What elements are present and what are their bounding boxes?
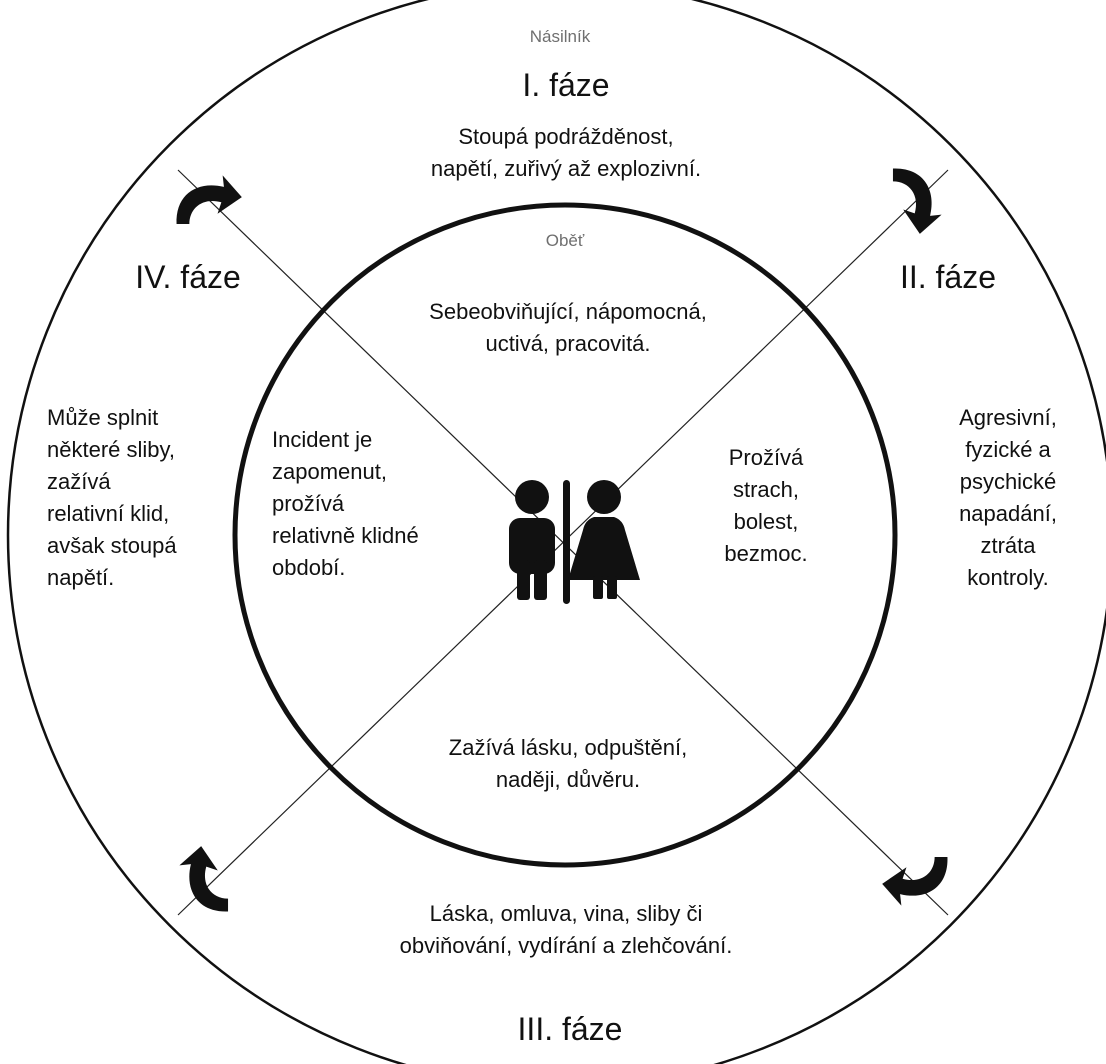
man-figure-icon xyxy=(509,480,555,600)
aggressor-label: Násilník xyxy=(529,27,591,46)
phase-2-aggressor-text: Agresivní, fyzické a psychické napadání,… xyxy=(959,405,1057,590)
outer-ring xyxy=(6,0,1106,1064)
phase-1-title: I. fáze xyxy=(522,67,610,103)
divider-bar xyxy=(563,480,570,604)
inner-circle xyxy=(232,202,898,868)
cycle-arrow-icon-bottom-right xyxy=(882,856,948,906)
man-and-woman-icon xyxy=(509,480,640,604)
victim-top-text: Sebeobviňující, nápomocná, uctivá, praco… xyxy=(429,299,707,356)
victim-bottom-text: Zažívá lásku, odpuštění, naději, důvěru. xyxy=(448,735,688,792)
phase-1-aggressor-text: Stoupá podrážděnost, napětí, zuřivý až e… xyxy=(430,124,702,181)
phase-4-title: IV. fáze xyxy=(135,259,241,295)
cycle-arrow-icon-bottom-left xyxy=(179,846,229,912)
victim-left-text: Incident je zapomenut, prožívá relativně… xyxy=(272,427,419,580)
phase-4-aggressor-text: Může splnit některé sliby, zažívá relati… xyxy=(47,405,177,590)
phase-3-title: III. fáze xyxy=(517,1011,623,1047)
phase-2-title: II. fáze xyxy=(899,259,997,295)
cycle-arrow-icon-top-left xyxy=(176,175,242,225)
phase-3-aggressor-text: Láska, omluva, vina, sliby či obviňování… xyxy=(399,901,733,958)
victim-label: Oběť xyxy=(545,231,585,250)
victim-right-text: Prožívá strach, bolest, bezmoc. xyxy=(724,445,808,566)
woman-figure-icon xyxy=(568,480,640,599)
cycle-arrow-icon-top-right xyxy=(892,168,942,234)
